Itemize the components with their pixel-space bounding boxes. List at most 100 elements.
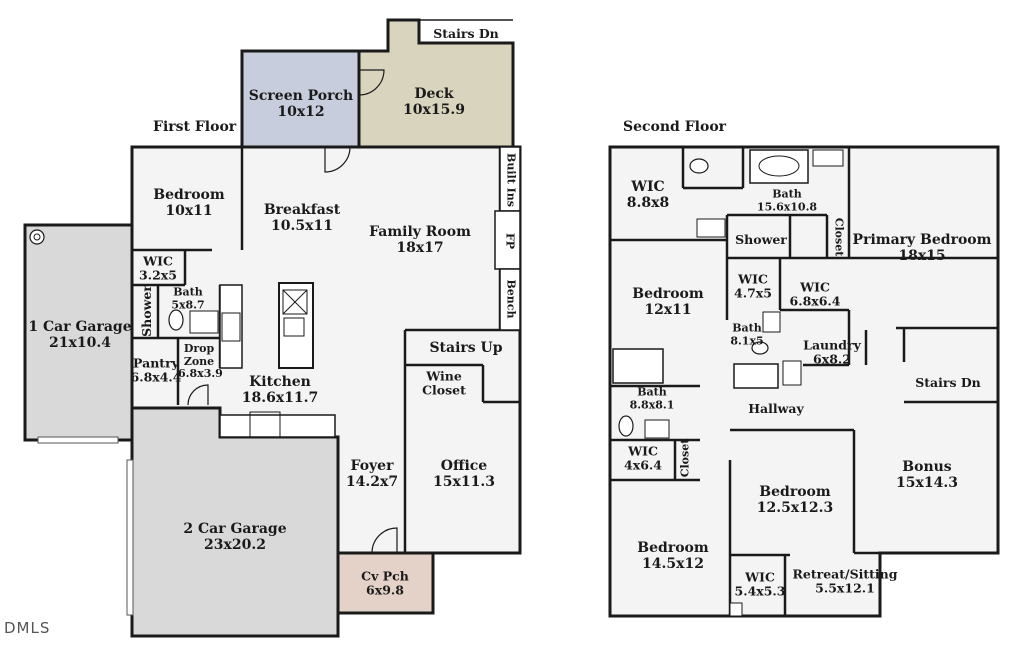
first-wic-dim: 3.2x5	[139, 268, 177, 283]
bedroom-mid-label: Bedroom 12.5x12.3	[757, 484, 834, 516]
first-shower-label: Shower	[138, 285, 154, 337]
primary-bedroom-dim: 18x15	[898, 248, 946, 264]
second-floor-title: Second Floor	[623, 119, 727, 135]
deck-stairs-label: Stairs Dn	[433, 25, 499, 41]
second-wic-top-label: WIC 8.8x8	[627, 179, 669, 211]
first-bedroom-dim: 10x11	[165, 203, 213, 219]
second-wic-mid-label: WIC 4.7x5	[734, 271, 772, 302]
bedroom-bottom-name: Bedroom	[637, 539, 709, 556]
primary-wic-dim: 6.8x6.4	[789, 294, 841, 309]
lower-wic-label: WIC 4x6.4	[624, 443, 662, 474]
kitchen-label: Kitchen 18.6x11.7	[242, 374, 319, 406]
covered-porch-name: Cv Pch	[361, 568, 409, 584]
first-bath-dim: 5x8.7	[171, 298, 205, 311]
one-car-garage-name: 1 Car Garage	[28, 318, 132, 335]
primary-wic-label: WIC 6.8x6.4	[789, 279, 841, 310]
first-bath-name: Bath	[173, 285, 203, 299]
family-room-label: Family Room 18x17	[369, 224, 471, 256]
pantry-label: Pantry 6.8x4.4	[130, 355, 182, 386]
built-ins-label: Built Ins	[504, 153, 518, 207]
first-floor-title: First Floor	[153, 119, 237, 135]
retreat-label: Retreat/Sitting 5.5x12.1	[792, 566, 898, 597]
bedroom-bottom-dim: 14.5x12	[642, 556, 704, 572]
bonus-name: Bonus	[902, 458, 952, 475]
primary-bedroom-name: Primary Bedroom	[852, 231, 992, 248]
bench-label: Bench	[504, 279, 518, 319]
one-car-garage-label: 1 Car Garage 21x10.4	[28, 319, 131, 351]
two-car-garage-label: 2 Car Garage 23x20.2	[183, 521, 286, 553]
deck-label: Deck 10x15.9	[403, 86, 465, 118]
first-floor-plan	[23, 18, 522, 638]
bottom-wic-name: WIC	[745, 569, 775, 585]
two-car-garage-name: 2 Car Garage	[183, 520, 287, 537]
retreat-name: Retreat/Sitting	[792, 566, 898, 582]
primary-bath-dim: 15.6x10.8	[756, 200, 818, 213]
second-shower-label: Shower	[735, 231, 787, 247]
covered-porch-dim: 6x9.8	[366, 583, 404, 598]
covered-porch-label: Cv Pch 6x9.8	[361, 568, 409, 599]
covered-porch-area	[336, 551, 435, 615]
primary-wic-name: WIC	[800, 279, 830, 295]
breakfast-dim: 10.5x11	[271, 218, 333, 234]
drop-zone-name: Drop Zone	[183, 342, 215, 368]
laundry-label: Laundry 6x8.2	[803, 337, 861, 368]
bedroom-bottom-label: Bedroom 14.5x12	[637, 540, 708, 572]
bedroom-mid-name: Bedroom	[759, 483, 831, 500]
second-wic-mid-name: WIC	[738, 271, 768, 287]
screen-porch-label: Screen Porch 10x12	[249, 88, 353, 120]
two-car-garage-dim: 23x20.2	[204, 537, 266, 553]
second-wic-top-name: WIC	[631, 178, 665, 195]
breakfast-label: Breakfast 10.5x11	[264, 202, 340, 234]
deck-dim: 10x15.9	[403, 102, 465, 118]
office-name: Office	[440, 457, 488, 474]
bedroom-left-name: Bedroom	[632, 285, 704, 302]
bottom-wic-label: WIC 5.4x5.3	[734, 569, 786, 600]
wine-closet-label: Wine Closet	[422, 368, 466, 398]
second-wic-top-dim: 8.8x8	[626, 195, 670, 211]
drop-zone-dim: 6.8x3.9	[178, 367, 223, 381]
office-dim: 15x11.3	[433, 474, 495, 490]
laundry-name: Laundry	[803, 337, 861, 353]
foyer-dim: 14.2x7	[345, 474, 399, 490]
retreat-dim: 5.5x12.1	[815, 581, 875, 596]
second-stairs-dn-label: Stairs Dn	[915, 374, 981, 390]
screen-porch-name: Screen Porch	[248, 87, 354, 104]
second-floor-plan	[608, 145, 1000, 618]
lower-closet-label: Closet	[678, 438, 692, 478]
pantry-name: Pantry	[133, 355, 179, 371]
bottom-wic-dim: 5.4x5.3	[734, 584, 786, 599]
small-bath-dim: 8.1x5	[730, 334, 764, 347]
family-room-name: Family Room	[369, 223, 471, 240]
laundry-dim: 6x8.2	[813, 352, 851, 367]
second-closet-top-label: Closet	[832, 217, 846, 257]
fireplace-label: FP	[503, 232, 517, 250]
bonus-label: Bonus 15x14.3	[896, 459, 958, 491]
bonus-dim: 15x14.3	[896, 475, 958, 491]
primary-bath-name: Bath	[772, 187, 802, 201]
bedroom-mid-dim: 12.5x12.3	[756, 500, 834, 516]
foyer-label: Foyer 14.2x7	[346, 458, 398, 490]
kitchen-name: Kitchen	[249, 373, 311, 390]
screen-porch-area	[240, 49, 361, 149]
mls-watermark: DMLS	[4, 619, 51, 637]
deck-name: Deck	[414, 85, 454, 102]
drop-zone-label: Drop Zone 6.8x3.9	[178, 342, 223, 381]
bedroom-left-label: Bedroom 12x11	[632, 286, 703, 318]
lower-wic-dim: 4x6.4	[624, 458, 662, 473]
primary-bedroom-label: Primary Bedroom 18x15	[853, 232, 992, 264]
lower-bath-dim: 8.8x8.1	[629, 398, 675, 411]
family-room-dim: 18x17	[396, 240, 444, 256]
lower-bath-label: Bath 8.8x8.1	[630, 386, 675, 411]
foyer-name: Foyer	[350, 457, 394, 474]
small-bath-name: Bath	[732, 321, 762, 335]
pantry-dim: 6.8x4.4	[130, 370, 182, 385]
kitchen-dim: 18.6x11.7	[241, 390, 319, 406]
primary-bath-label: Bath 15.6x10.8	[757, 188, 817, 213]
first-wic-name: WIC	[143, 253, 173, 269]
first-bedroom-label: Bedroom 10x11	[153, 187, 224, 219]
second-wic-mid-dim: 4.7x5	[734, 286, 772, 301]
office-label: Office 15x11.3	[433, 458, 495, 490]
lower-wic-name: WIC	[628, 443, 658, 459]
stairs-up-label: Stairs Up	[429, 339, 503, 356]
